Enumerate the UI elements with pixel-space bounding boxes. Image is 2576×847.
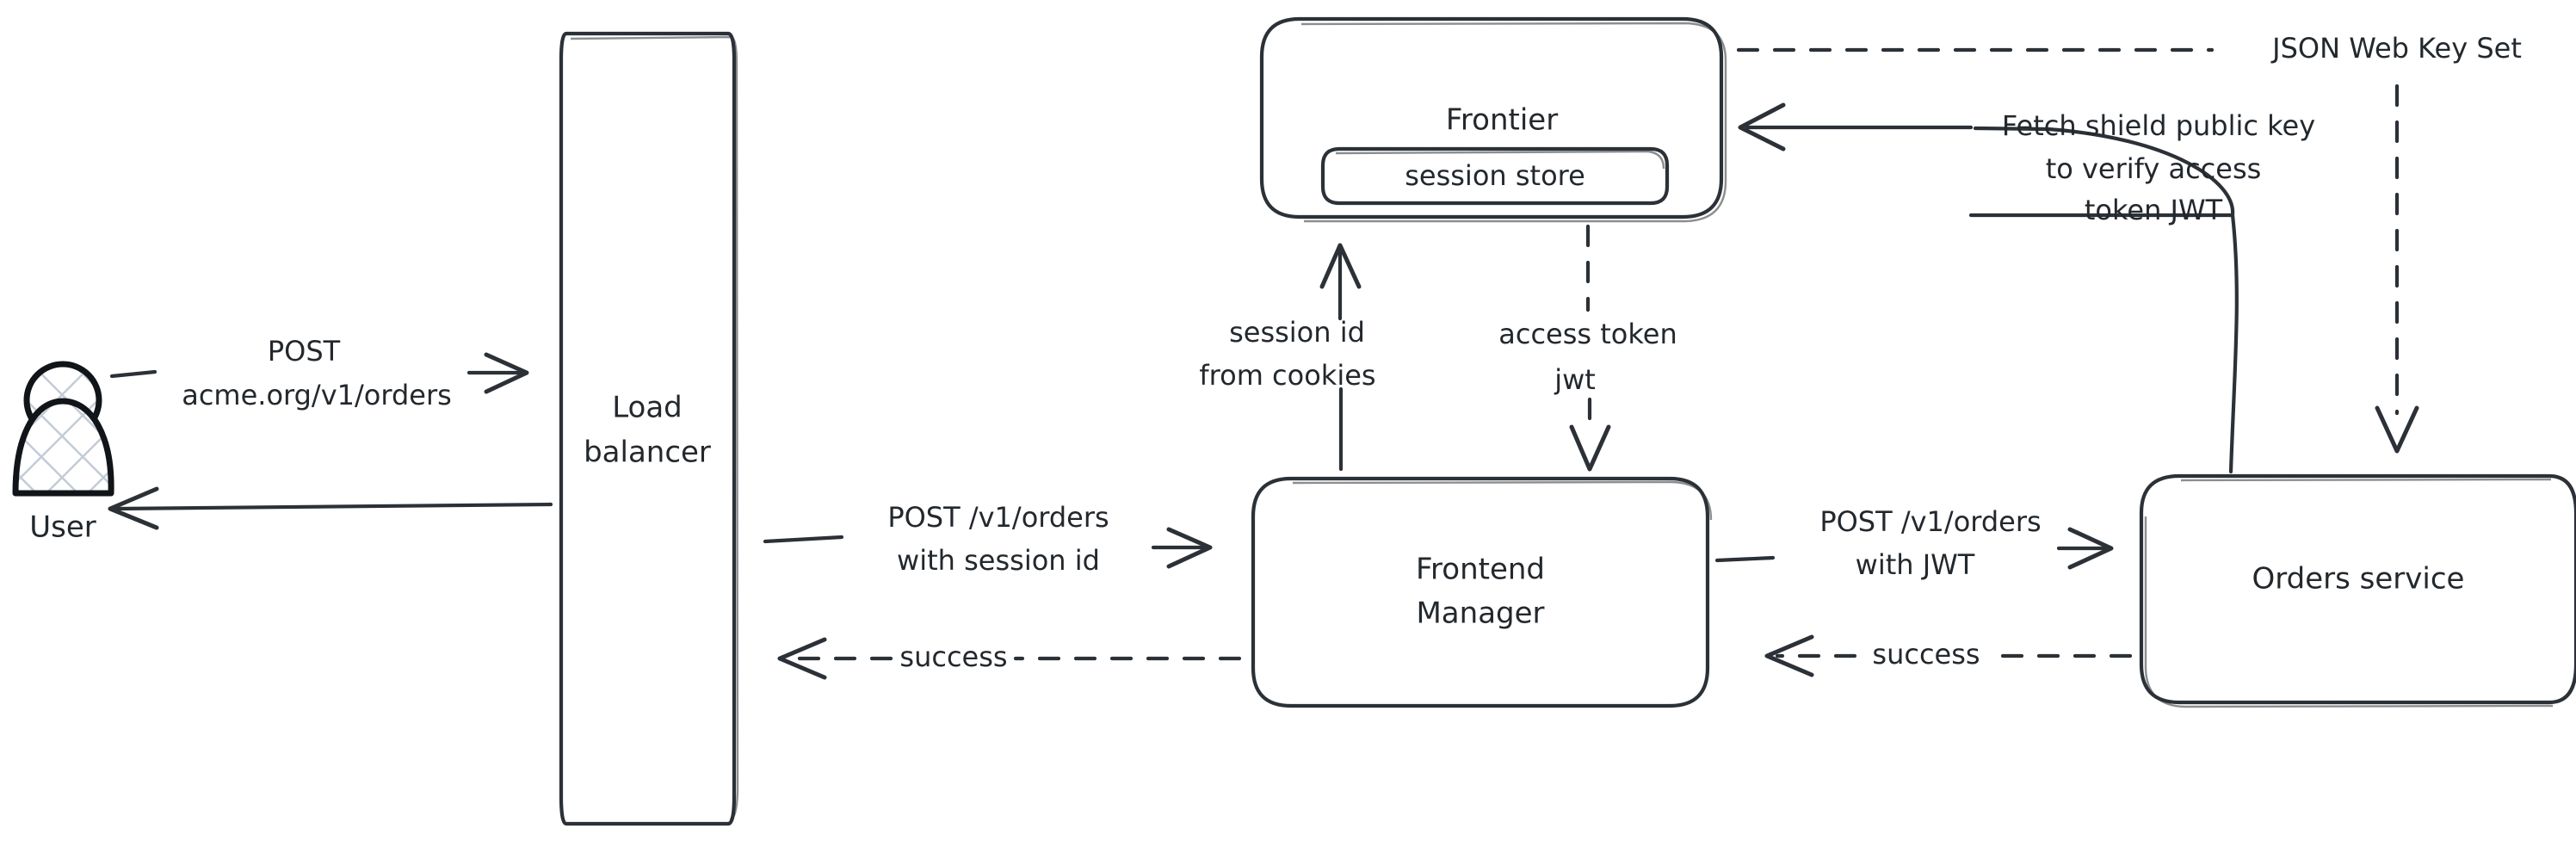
- edge-fm-orders-label-line2: with JWT: [1856, 548, 1975, 581]
- edge-lb-fm-label-line2: with session id: [897, 544, 1100, 577]
- edge-orders-frontier-label-line3: token JWT: [2085, 194, 2223, 226]
- edge-fm-orders-line-1: [1714, 555, 1776, 563]
- arrowhead-right: [1166, 527, 1213, 569]
- arrowhead-right: [2067, 527, 2114, 570]
- node-load-balancer[interactable]: Load balancer: [559, 31, 739, 826]
- arrowhead-down: [1569, 424, 1611, 472]
- edge-frontier-to-frontend-manager[interactable]: access token jwt: [1498, 224, 1677, 472]
- session-store-shape: [1320, 146, 1670, 206]
- edge-frontier-orders-label: JSON Web Key Set: [2270, 32, 2522, 65]
- edge-fm-orders-label-line1: POST /v1/orders: [1819, 505, 2041, 538]
- node-frontend-manager[interactable]: Frontend Manager: [1251, 476, 1713, 708]
- edge-user-to-load-balancer-line: [109, 369, 158, 379]
- edge-orders-to-frontend-manager[interactable]: success: [1764, 634, 2133, 677]
- edge-orders-frontier-line: [1968, 213, 2239, 474]
- frontend-manager-shape-sketch: [1292, 480, 1713, 521]
- edge-frontend-manager-to-orders[interactable]: POST /v1/orders with JWT: [1714, 505, 2114, 581]
- node-session-store[interactable]: session store: [1320, 146, 1670, 206]
- node-orders-service-label: Orders service: [2252, 562, 2465, 597]
- arrowhead-right: [484, 352, 529, 394]
- edge-orders-fm-label: success: [1872, 638, 1980, 671]
- edge-orders-frontier-label-line2: to verify access: [2046, 152, 2262, 185]
- node-load-balancer-label-line1: Load: [612, 391, 683, 425]
- node-frontend-manager-label-line2: Manager: [1416, 597, 1544, 631]
- edge-load-balancer-to-user-line: [114, 502, 553, 511]
- edge-frontier-fm-label-line1: access token: [1498, 318, 1677, 350]
- edge-fm-frontier-label-line2: from cookies: [1199, 359, 1375, 392]
- edge-frontier-to-orders[interactable]: JSON Web Key Set: [1736, 32, 2522, 454]
- session-store-shape-sketch: [1335, 150, 1665, 170]
- arrowhead-up: [1319, 243, 1362, 289]
- edge-lb-fm-label-line1: POST /v1/orders: [887, 501, 1109, 534]
- node-user[interactable]: User: [12, 361, 114, 545]
- edge-lb-fm-line-1: [763, 535, 844, 544]
- node-frontier[interactable]: Frontier session store: [1259, 16, 1727, 223]
- edge-user-to-load-balancer-label-line2: acme.org/v1/orders: [182, 379, 452, 411]
- orders-service-shape-sketch: [2144, 478, 2554, 708]
- edge-load-balancer-to-user[interactable]: [108, 486, 553, 530]
- node-session-store-label: session store: [1405, 159, 1585, 192]
- node-load-balancer-label-line2: balancer: [584, 436, 711, 470]
- orders-service-shape: [2139, 473, 2576, 705]
- arrowhead-left: [1738, 102, 1786, 151]
- user-icon: [12, 361, 114, 497]
- arrowhead-down: [2375, 405, 2419, 454]
- edge-fm-frontier-label-line1: session id: [1229, 316, 1365, 349]
- arrowhead-left: [777, 637, 827, 680]
- node-orders-service[interactable]: Orders service: [2139, 473, 2576, 708]
- frontend-manager-shape: [1251, 476, 1710, 708]
- load-balancer-shape: [559, 31, 737, 826]
- node-user-label: User: [29, 510, 96, 545]
- edge-frontend-manager-to-load-balancer[interactable]: success: [777, 637, 1242, 680]
- node-frontier-label: Frontier: [1446, 103, 1558, 138]
- arrowhead-left: [1764, 634, 1814, 677]
- edge-user-to-load-balancer-label-line1: POST: [268, 335, 341, 368]
- load-balancer-shape-sketch: [570, 35, 739, 821]
- edge-frontend-manager-to-frontier[interactable]: session id from cookies: [1199, 243, 1376, 472]
- edge-orders-frontier-label-line1: Fetch shield public key: [2002, 109, 2315, 142]
- edge-frontier-fm-label-line2: jwt: [1554, 363, 1596, 396]
- edge-user-to-load-balancer[interactable]: POST acme.org/v1/orders: [109, 335, 529, 411]
- frontier-shape-sketch: [1300, 22, 1727, 223]
- edge-orders-frontier-curve: [1973, 126, 2235, 218]
- arrowhead-left: [108, 486, 159, 530]
- edge-load-balancer-to-frontend-manager[interactable]: POST /v1/orders with session id: [763, 501, 1213, 577]
- node-frontend-manager-label-line1: Frontend: [1416, 553, 1545, 587]
- edge-orders-to-frontier[interactable]: Fetch shield public key to verify access…: [1738, 102, 2315, 474]
- edge-fm-lb-label: success: [899, 640, 1007, 673]
